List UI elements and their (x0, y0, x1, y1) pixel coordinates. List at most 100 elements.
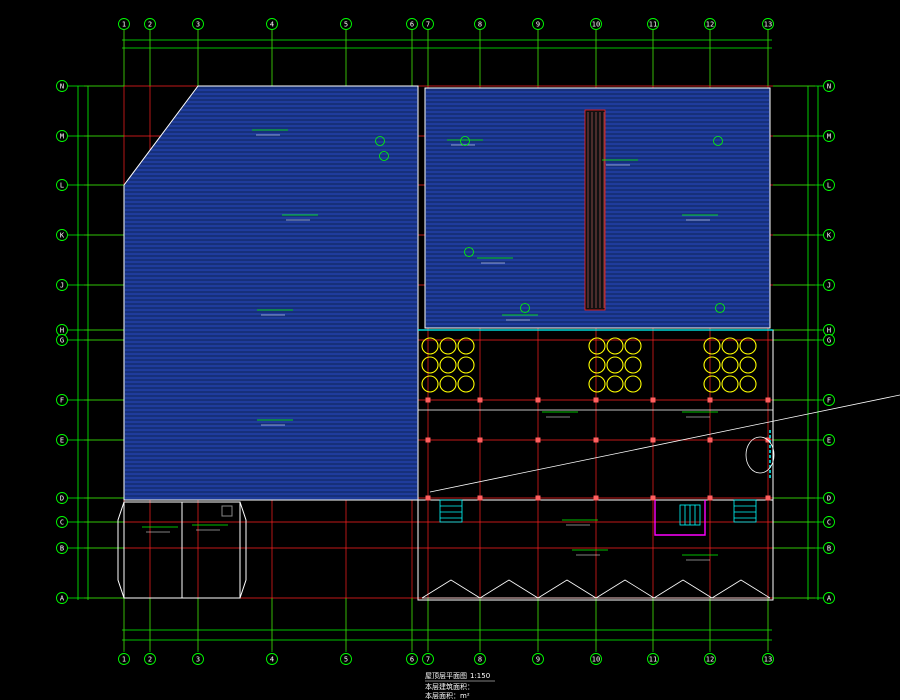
water-tank (421, 356, 439, 374)
svg-text:11: 11 (649, 655, 657, 663)
axis-bubble: 11 (647, 18, 659, 30)
axis-bubble: A (56, 592, 68, 604)
water-tank (457, 356, 475, 374)
axis-bubble: M (56, 130, 68, 142)
axis-bubble: 8 (474, 653, 486, 665)
svg-text:J: J (60, 281, 64, 289)
title-line2: 本层建筑面积： (425, 682, 474, 691)
axis-bubble: M (823, 130, 835, 142)
svg-text:C: C (60, 518, 64, 526)
axis-bubble: L (56, 179, 68, 191)
axis-bubble: C (56, 516, 68, 528)
svg-text:12: 12 (706, 655, 714, 663)
axis-bubble: E (823, 434, 835, 446)
axis-bubble: 1 (118, 18, 130, 30)
axis-bubble: 3 (192, 18, 204, 30)
axis-bubble: 6 (406, 18, 418, 30)
svg-text:G: G (827, 336, 831, 344)
water-tank (624, 356, 642, 374)
structural-column (765, 495, 771, 501)
axis-bubble: 13 (762, 653, 774, 665)
water-tank (624, 337, 642, 355)
water-tank (721, 375, 739, 393)
svg-text:G: G (60, 336, 64, 344)
axis-bubble: H (56, 324, 68, 336)
structural-column (535, 437, 541, 443)
axis-bubble: 4 (266, 653, 278, 665)
water-tank (721, 356, 739, 374)
svg-text:F: F (827, 396, 831, 404)
axis-bubble: G (823, 334, 835, 346)
svg-text:7: 7 (426, 20, 430, 28)
water-tank (421, 375, 439, 393)
structural-column (593, 397, 599, 403)
svg-text:E: E (60, 436, 64, 444)
water-tank (439, 337, 457, 355)
svg-text:N: N (60, 82, 64, 90)
water-tank (421, 337, 439, 355)
water-tank (588, 337, 606, 355)
structural-column (593, 495, 599, 501)
axis-bubble: G (56, 334, 68, 346)
svg-text:10: 10 (592, 655, 600, 663)
water-tank (703, 356, 721, 374)
svg-text:J: J (827, 281, 831, 289)
axis-bubble: E (56, 434, 68, 446)
svg-text:A: A (827, 594, 832, 602)
structural-column (425, 397, 431, 403)
axis-bubble: 10 (590, 653, 602, 665)
structural-column (535, 495, 541, 501)
axis-bubble: B (823, 542, 835, 554)
leader-line (429, 394, 900, 493)
structural-column (477, 495, 483, 501)
svg-text:3: 3 (196, 655, 200, 663)
water-tank (624, 375, 642, 393)
water-tank (739, 337, 757, 355)
svg-text:B: B (60, 544, 64, 552)
svg-text:D: D (60, 494, 64, 502)
svg-text:H: H (60, 326, 64, 334)
structural-column (477, 437, 483, 443)
svg-text:3: 3 (196, 20, 200, 28)
svg-text:12: 12 (706, 20, 714, 28)
svg-text:9: 9 (536, 655, 540, 663)
axis-bubble: A (823, 592, 835, 604)
title-block: 屋顶层平面图 1:150 本层建筑面积： 本层面积：m² (425, 672, 495, 700)
svg-text:9: 9 (536, 20, 540, 28)
axis-bubble: 5 (340, 18, 352, 30)
svg-text:13: 13 (764, 655, 772, 663)
axis-bubble: 3 (192, 653, 204, 665)
axis-bubble: H (823, 324, 835, 336)
axis-bubble: J (823, 279, 835, 291)
structural-column (707, 495, 713, 501)
water-tank (606, 337, 624, 355)
axis-bubble: 8 (474, 18, 486, 30)
entrance-block (117, 501, 247, 599)
axis-bubble: K (823, 229, 835, 241)
structural-column (707, 397, 713, 403)
axis-bubble: L (823, 179, 835, 191)
svg-text:H: H (827, 326, 831, 334)
svg-text:F: F (60, 396, 64, 404)
structural-column (535, 397, 541, 403)
structural-column (650, 495, 656, 501)
svg-text:C: C (827, 518, 831, 526)
svg-text:1: 1 (122, 20, 126, 28)
water-tank (739, 356, 757, 374)
svg-text:B: B (827, 544, 831, 552)
svg-text:7: 7 (426, 655, 430, 663)
water-tank (588, 375, 606, 393)
structural-column (707, 437, 713, 443)
water-tank (439, 375, 457, 393)
svg-text:13: 13 (764, 20, 772, 28)
svg-text:4: 4 (270, 20, 274, 28)
svg-text:10: 10 (592, 20, 600, 28)
svg-text:L: L (60, 181, 64, 189)
axis-bubble: F (823, 394, 835, 406)
axis-bubble: N (56, 80, 68, 92)
